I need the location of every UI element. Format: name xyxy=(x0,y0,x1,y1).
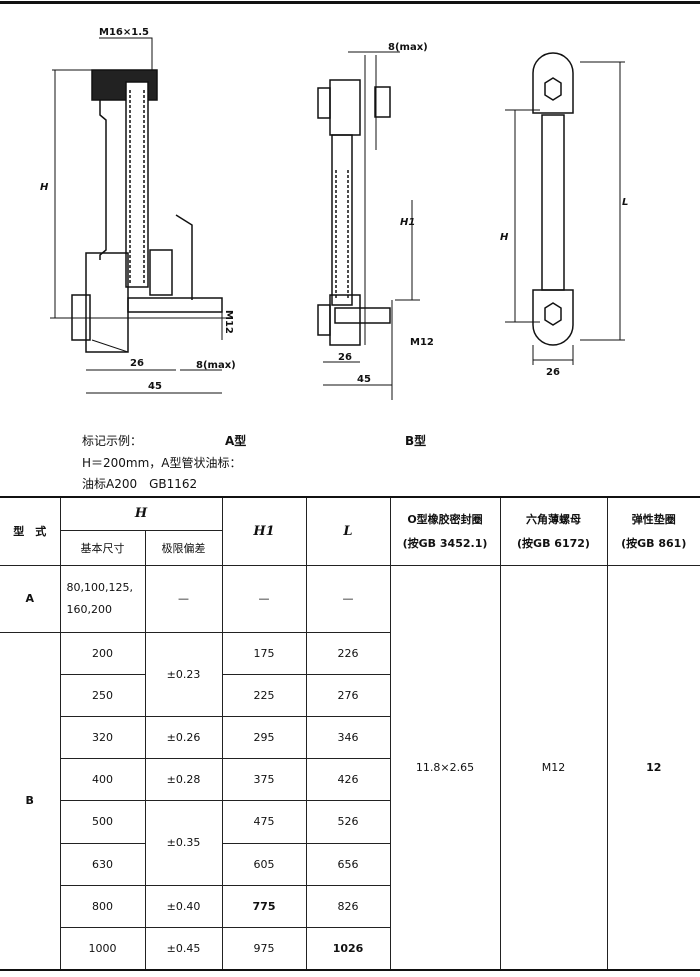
type-b-front-drawing xyxy=(505,52,625,365)
washer-value-cell: 12 xyxy=(606,564,700,971)
h-dimension-label-b: H xyxy=(500,232,509,243)
b-h-cell: 800 xyxy=(60,884,146,928)
b-tol-cell: ±0.28 xyxy=(144,757,223,801)
specification-table: 型 式 H H1 L O型橡胶密封圈 (按GB 3452.1) 六角薄螺母 (按GB… xyxy=(0,496,700,971)
header-oring: O型橡胶密封圈 (按GB 3452.1) xyxy=(389,496,501,566)
type-a-drawing xyxy=(50,37,230,394)
m12-label-b: M12 xyxy=(410,337,434,348)
header-h-basic: 基本尺寸 xyxy=(60,529,146,566)
header-oring-std: (按GB 3452.1) xyxy=(402,537,488,551)
nut-value-cell: M12 xyxy=(499,564,608,971)
b-h1-cell: 295 xyxy=(221,715,307,759)
type-b-drawing xyxy=(317,51,420,400)
h-dimension-label: H xyxy=(40,182,49,193)
table-row-b: 500 ±0.35 475 526 xyxy=(0,799,700,886)
b-h-cell: 500 xyxy=(60,799,146,844)
marking-example-spec: H＝200mm，A型管状油标： xyxy=(82,456,242,470)
b-h1-cell: 775 xyxy=(221,884,307,928)
table-row-b: B 200 ±0.23 175 226 xyxy=(0,631,700,971)
table-row-b: 1000 ±0.45 975 1026 xyxy=(0,926,700,971)
dim-45-label-b: 45 xyxy=(357,374,371,385)
b-tol-cell: ±0.45 xyxy=(144,926,223,971)
header-washer: 弹性垫圈 (按GB 861) xyxy=(606,496,700,566)
header-nut-std: (按GB 6172) xyxy=(517,537,590,551)
thread-dimension-label: M16×1.5 xyxy=(99,27,149,38)
type-b-caption: B型 xyxy=(405,434,427,448)
header-h-tol: 极限偏差 xyxy=(144,529,222,566)
b-h1-cell: 175 xyxy=(221,631,307,675)
b-h1-cell: 975 xyxy=(221,926,307,971)
table-row-b: 250 225 276 xyxy=(0,673,700,717)
h1-dimension-label: H1 xyxy=(400,217,415,228)
header-l: L xyxy=(305,496,391,566)
a-h-basic-cell: 80,100,125, 160,200 xyxy=(59,564,146,633)
dim-26-label-front: 26 xyxy=(546,367,560,378)
b-l-cell: 826 xyxy=(305,884,390,928)
b-l-cell: 426 xyxy=(305,757,390,801)
b-h-cell: 1000 xyxy=(60,926,146,971)
b-l-cell: 656 xyxy=(305,842,390,886)
dim-8max-label-a: 8(max) xyxy=(196,360,236,371)
header-washer-name: 弹性垫圈 xyxy=(631,513,676,527)
b-h-cell: 320 xyxy=(60,715,146,759)
b-h-cell: 400 xyxy=(60,757,146,801)
oring-value-cell: 11.8×2.65 xyxy=(389,564,501,971)
type-a-caption: A型 xyxy=(225,434,247,448)
b-l-cell: 276 xyxy=(305,673,390,717)
b-l-cell: 1026 xyxy=(305,926,390,971)
b-h1-cell: 605 xyxy=(221,842,307,886)
a-l-cell: — xyxy=(305,564,391,633)
top-rule xyxy=(0,1,700,4)
dim-45-label-a: 45 xyxy=(148,381,162,392)
technical-drawing: M16×1.5 H 26 45 8(max) M12 8(max) H1 M12… xyxy=(40,27,628,400)
b-tol-cell: ±0.35 xyxy=(144,799,223,886)
b-h-cell: 200 xyxy=(59,631,146,675)
header-type: 型 式 xyxy=(0,496,61,566)
table-row-b: 800 ±0.40 775 826 xyxy=(0,884,700,928)
l-dimension-label: L xyxy=(622,197,628,208)
dim-26-label-b: 26 xyxy=(338,352,352,363)
header-nut-name: 六角薄螺母 xyxy=(526,513,581,527)
header-h: H xyxy=(59,496,223,531)
b-tol-cell: ±0.23 xyxy=(144,631,223,717)
marking-example-code: 油标A200 GB1162 xyxy=(82,477,198,491)
b-h-cell: 630 xyxy=(60,842,146,886)
b-l-cell: 526 xyxy=(305,799,390,844)
table-row-a: A 80,100,125, 160,200 — — — 11.8×2.65 M12… xyxy=(0,564,700,971)
b-h1-cell: 225 xyxy=(221,673,307,717)
b-h1-cell: 375 xyxy=(221,757,307,801)
header-h1: H1 xyxy=(221,496,307,566)
b-h1-cell: 475 xyxy=(221,799,307,844)
dim-26-label-a: 26 xyxy=(130,358,144,369)
header-nut: 六角薄螺母 (按GB 6172) xyxy=(499,496,608,566)
type-a-cell: A xyxy=(0,564,61,633)
table-row-b: 320 ±0.26 295 346 xyxy=(0,715,700,759)
a-h-basic-line1: 80,100,125, xyxy=(66,580,133,594)
b-tol-cell: ±0.26 xyxy=(144,715,223,759)
a-h1-cell: — xyxy=(221,564,307,633)
marking-example-label: 标记示例： xyxy=(82,434,143,448)
dim-8max-label-b: 8(max) xyxy=(388,42,428,53)
header-washer-std: (按GB 861) xyxy=(621,537,687,551)
table-row-b: 630 605 656 xyxy=(0,842,700,886)
type-b-cell: B xyxy=(0,631,61,971)
table-row-b: 400 ±0.28 375 426 xyxy=(0,757,700,801)
a-h-basic-line2: 160,200 xyxy=(66,602,113,616)
b-l-cell: 226 xyxy=(305,631,390,675)
b-h-cell: 250 xyxy=(60,673,146,717)
m12-label-a: M12 xyxy=(223,310,234,334)
b-l-cell: 346 xyxy=(305,715,390,759)
header-oring-name: O型橡胶密封圈 xyxy=(407,513,483,527)
b-tol-cell: ±0.40 xyxy=(144,884,223,928)
a-tol-cell: — xyxy=(144,564,223,633)
